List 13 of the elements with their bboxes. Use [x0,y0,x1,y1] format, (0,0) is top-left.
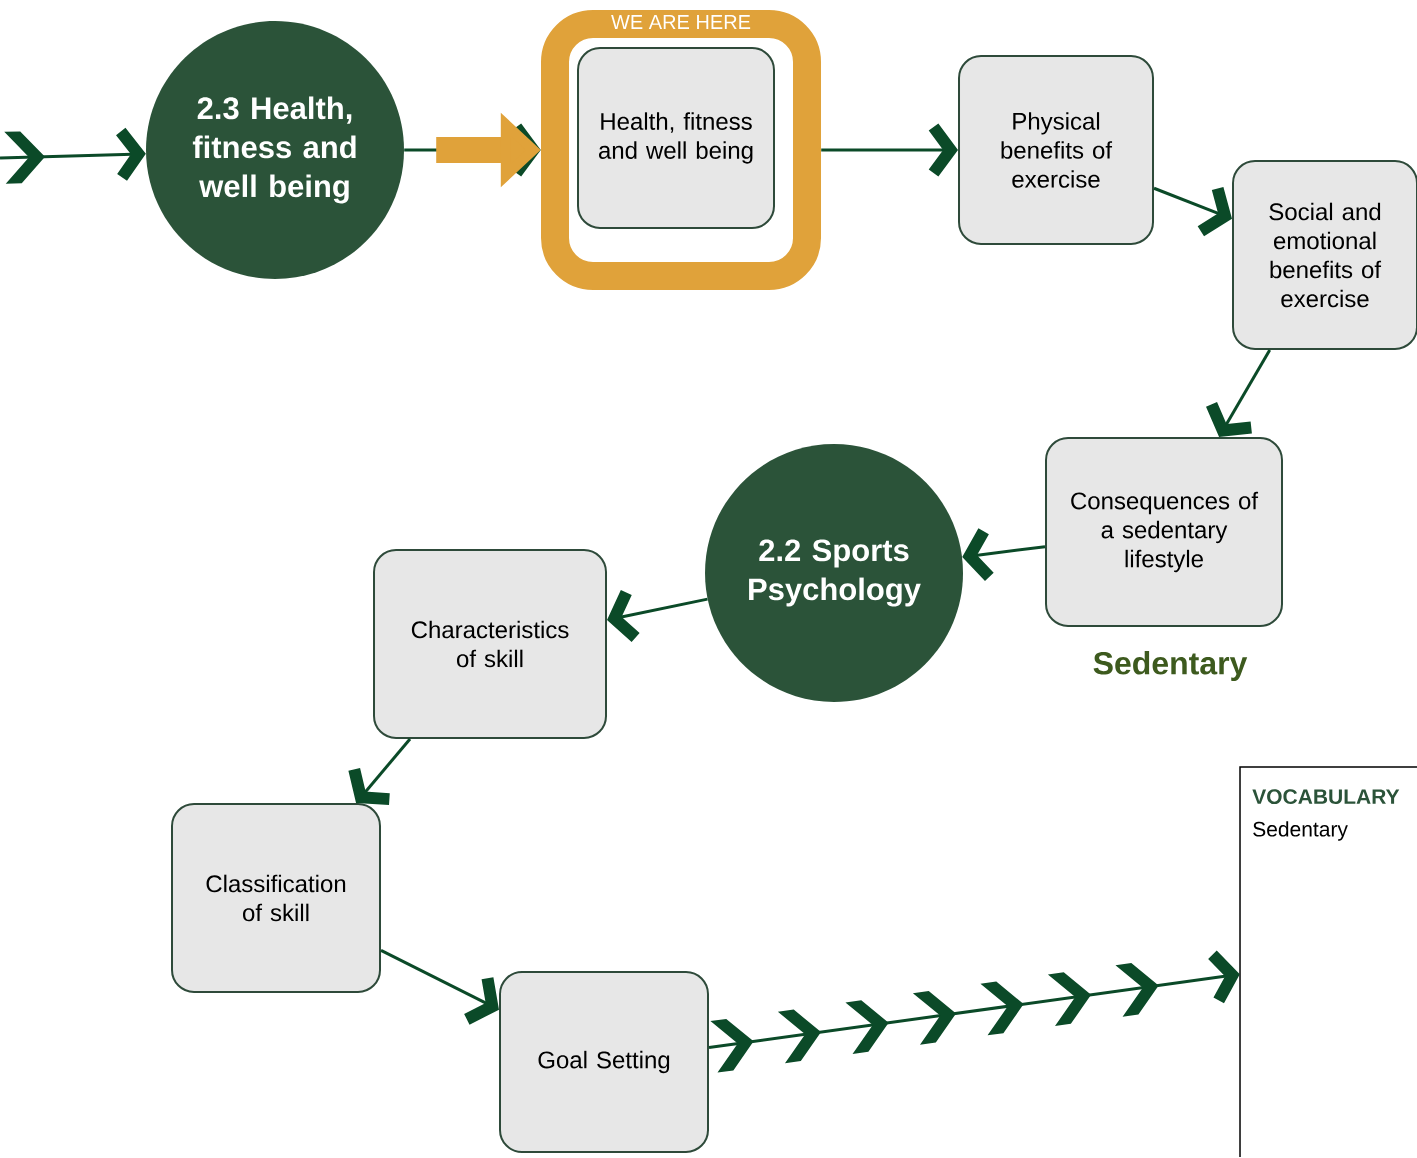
keyword-label: Sedentary [1093,651,1248,681]
topic-box: Characteristics of skill [373,549,607,739]
chevron-arrow [821,123,958,177]
vocabulary-panel: VOCABULARY Sedentary [1239,766,1417,1158]
topic-box: Consequences of a sedentary lifestyle [1045,437,1283,627]
chevron-arrow [380,949,499,1025]
topic-box: Physical benefits of exercise [958,55,1154,245]
chevron-arrow [0,127,146,184]
topic-box: Classification of skill [171,803,381,993]
topic-box: Health, fitness and well being [577,47,775,229]
topic-box: Goal Setting [499,971,709,1153]
chevron-arrow [708,950,1240,1073]
topic-box: Social and emotional benefits of exercise [1232,160,1417,350]
